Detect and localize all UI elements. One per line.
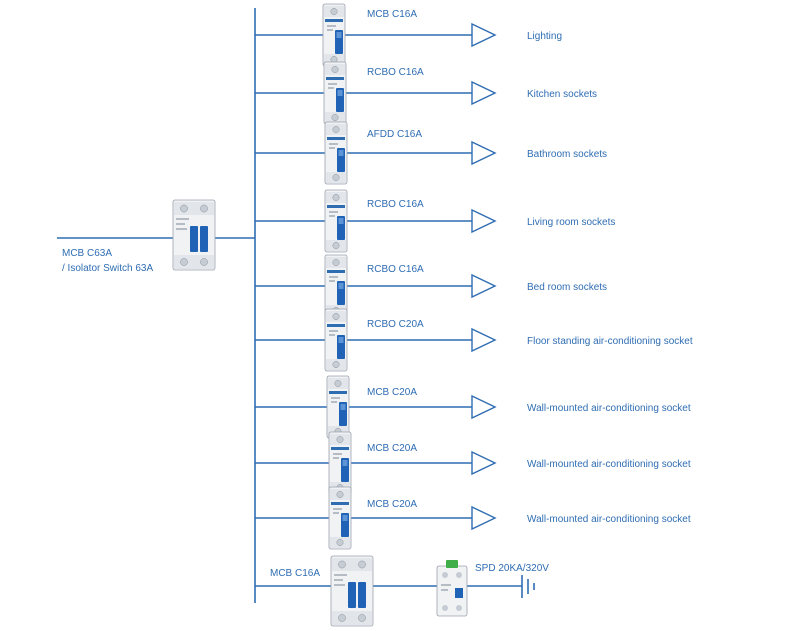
circuit-device-label-3: AFDD C16A — [367, 129, 422, 140]
ground-symbol-icon — [521, 575, 535, 598]
load-arrow-icon — [471, 80, 497, 106]
circuit-load-label-5: Bed room sockets — [527, 282, 607, 293]
circuit-load-label-9: Wall-mounted air-conditioning socket — [527, 514, 691, 525]
circuit-breaker-8 — [328, 431, 352, 495]
circuit-breaker-2 — [323, 61, 347, 125]
circuit-breaker-6 — [324, 308, 348, 372]
circuit-load-label-4: Living room sockets — [527, 217, 615, 228]
load-arrow-icon — [471, 450, 497, 476]
circuit-breaker-3 — [324, 121, 348, 185]
circuit-breaker-1 — [322, 3, 346, 67]
circuit-device-label-8: MCB C20A — [367, 443, 417, 454]
circuit-load-label-8: Wall-mounted air-conditioning socket — [527, 459, 691, 470]
load-arrow-icon — [471, 394, 497, 420]
load-arrow-icon — [471, 140, 497, 166]
load-arrow-icon — [471, 22, 497, 48]
spd-branch-breaker — [330, 555, 374, 627]
circuit-device-label-5: RCBO C16A — [367, 264, 424, 275]
circuit-device-label-1: MCB C16A — [367, 9, 417, 20]
circuit-load-label-7: Wall-mounted air-conditioning socket — [527, 403, 691, 414]
main-breaker-label-line2: / Isolator Switch 63A — [62, 263, 153, 274]
spd-branch-breaker-label: MCB C16A — [270, 568, 320, 579]
surge-protection-device — [436, 559, 468, 617]
circuit-device-label-6: RCBO C20A — [367, 319, 424, 330]
main-breaker — [172, 199, 216, 271]
spd-label: SPD 20KA/320V — [475, 563, 549, 574]
circuit-breaker-7 — [326, 375, 350, 439]
load-arrow-icon — [471, 273, 497, 299]
circuit-device-label-7: MCB C20A — [367, 387, 417, 398]
circuit-device-label-4: RCBO C16A — [367, 199, 424, 210]
circuit-load-label-3: Bathroom sockets — [527, 149, 607, 160]
circuit-device-label-9: MCB C20A — [367, 499, 417, 510]
load-arrow-icon — [471, 505, 497, 531]
circuit-breaker-5 — [324, 254, 348, 318]
load-arrow-icon — [471, 208, 497, 234]
main-breaker-label-line1: MCB C63A — [62, 248, 112, 259]
circuit-load-label-6: Floor standing air-conditioning socket — [527, 336, 693, 347]
circuit-load-label-2: Kitchen sockets — [527, 89, 597, 100]
circuit-breaker-4 — [324, 189, 348, 253]
circuit-device-label-2: RCBO C16A — [367, 67, 424, 78]
load-arrow-icon — [471, 327, 497, 353]
circuit-breaker-9 — [328, 486, 352, 550]
circuit-load-label-1: Lighting — [527, 31, 562, 42]
